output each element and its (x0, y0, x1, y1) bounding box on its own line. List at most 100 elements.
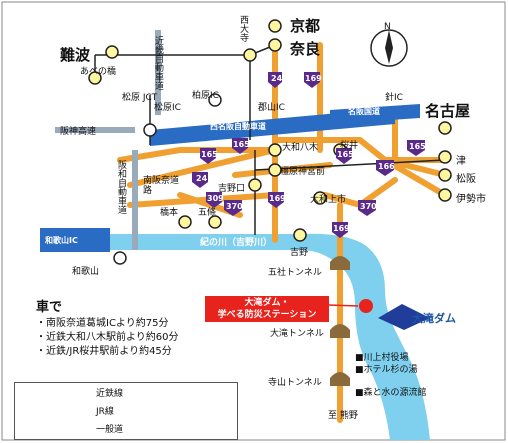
car-title: 車で (36, 300, 63, 315)
compass-n-label: N (384, 22, 391, 32)
label-iseshi: 伊勢市 (456, 194, 486, 205)
label-minami-hanna: 南阪奈道路 (143, 176, 180, 196)
car-line-1: ・南阪奈道葛城ICより約75分 (36, 318, 169, 329)
shield-165-sakurai (336, 148, 352, 164)
legend-jr-label: JR線 (96, 407, 114, 417)
callout-line2: 学べる防災ステーション (217, 310, 317, 320)
label-tsu: 津 (456, 156, 466, 167)
meihan-kokudo (330, 104, 420, 124)
shield-370-east (358, 200, 376, 216)
label-namba: 難波 (60, 46, 91, 64)
station-yamato-kamiichi (313, 191, 327, 205)
label-wakayama-ic: 和歌山IC (45, 236, 78, 245)
station-marker (359, 299, 373, 313)
route-370-east: 370 (360, 202, 377, 211)
station-matsubara-jct (143, 123, 157, 137)
label-goshadama-tunnel: 五社トンネル (268, 268, 322, 278)
label-nara: 奈良 (290, 40, 321, 58)
label-matsubara-ic: 松原IC (154, 103, 181, 113)
wakayama-ic-band (40, 228, 110, 252)
route-169-north: 169 (305, 74, 322, 83)
label-hari-ic: 針IC (385, 93, 403, 103)
label-kooriyama-ic: 郡山IC (258, 103, 285, 113)
kintetsu-namba-nara (95, 44, 276, 56)
label-hashimoto: 橋本 (160, 208, 179, 218)
route-165-west: 165 (201, 150, 218, 159)
label-abenobashi: あべの橋 (80, 67, 117, 77)
shield-370-west (224, 200, 242, 216)
label-to-kumano: 至 熊野 (328, 411, 358, 421)
route-169-south: 169 (333, 224, 350, 233)
label-matsusaka: 松阪 (456, 174, 476, 185)
label-yamato-yagi: 大和八木 (282, 143, 319, 153)
label-yoshino: 吉野 (290, 248, 309, 258)
label-meihan: 名阪国道 (348, 107, 380, 116)
route-309: 309 (207, 194, 224, 203)
shield-166 (376, 160, 394, 176)
label-terayama-tunnel: 寺山トンネル (268, 378, 322, 388)
route-24-south: 24 (196, 174, 208, 183)
label-hanshin: 阪神高速 (60, 127, 97, 137)
shield-169-north (304, 72, 320, 88)
facility-hotel-suginoyu: ■ホテル杉の湯 (355, 365, 418, 375)
shield-309 (206, 192, 222, 208)
shield-169-south (332, 222, 348, 238)
station-matsusaka (438, 168, 452, 182)
car-line-2: ・近鉄大和八木駅前より約60分 (36, 332, 179, 343)
label-kyoto: 京都 (290, 17, 321, 35)
label-saidaiji: 西大寺 (238, 15, 248, 42)
tunnel-otaki (330, 324, 350, 338)
label-matsubara-jct: 松原 JCT (122, 93, 158, 103)
route-24-north: 24 (271, 74, 283, 83)
station-yamato-yagi (268, 143, 282, 157)
station-kashihara-jingumae (268, 163, 282, 177)
legend (14, 382, 238, 440)
route-370-west: 370 (226, 202, 243, 211)
shield-24-north (268, 72, 282, 88)
route-165-sakurai: 165 (337, 150, 354, 159)
station-nagoya (438, 121, 452, 135)
kino-river (40, 233, 430, 440)
jr-stations (113, 93, 222, 265)
label-kashihara-jingumae: 橿原神宮前 (280, 167, 326, 177)
tunnel-terayama (330, 372, 350, 386)
label-yamato-kamiichi: 大和上市 (310, 195, 347, 205)
station-nara (268, 38, 282, 52)
shield-165-mid (232, 138, 248, 154)
car-line-3: ・近鉄/JR桜井駅前より約45分 (36, 346, 172, 357)
label-sakurai: 桜井 (340, 141, 359, 151)
compass-needle (385, 30, 393, 64)
label-kashihara-ic: 柏原IC (192, 91, 219, 101)
route-169-mid: 169 (269, 194, 286, 203)
tunnels (330, 256, 350, 386)
station-wakayama (113, 251, 127, 265)
label-otaki-tunnel: 大滝トンネル (270, 329, 324, 339)
label-wakayama: 和歌山 (72, 267, 100, 277)
kintetsu-lines (94, 44, 446, 235)
station-namba (105, 45, 119, 59)
disaster-station-callout: 大滝ダム・ 学べる防災ステーション (205, 296, 329, 322)
callout-line1: 大滝ダム・ (244, 298, 290, 308)
shield-24-south (192, 172, 208, 188)
station-kyoto (268, 19, 282, 33)
station-kashihara-ic (208, 93, 222, 107)
station-ise (438, 188, 452, 202)
otaki-dam-body (378, 304, 430, 330)
station-tsu (438, 150, 452, 164)
label-kinki-expwy: 近畿自動車道 (153, 36, 163, 90)
tunnel-goshadama (330, 256, 350, 270)
station-yoshinoguchi (248, 178, 262, 192)
road-to-ise (382, 157, 448, 198)
legend-road-label: 一般道 (96, 425, 124, 435)
station-hashimoto (178, 215, 192, 229)
road-165-east (272, 137, 448, 163)
kintetsu-osaka-line (254, 159, 446, 171)
label-otaki-dam: 大滝ダム (412, 312, 456, 325)
road-minami-link (127, 147, 278, 188)
route-166: 166 (378, 162, 395, 171)
shield-165-west (200, 148, 216, 164)
shield-169-mid (268, 192, 284, 208)
label-hanwa-expwy: 阪和自動車道 (116, 160, 126, 214)
